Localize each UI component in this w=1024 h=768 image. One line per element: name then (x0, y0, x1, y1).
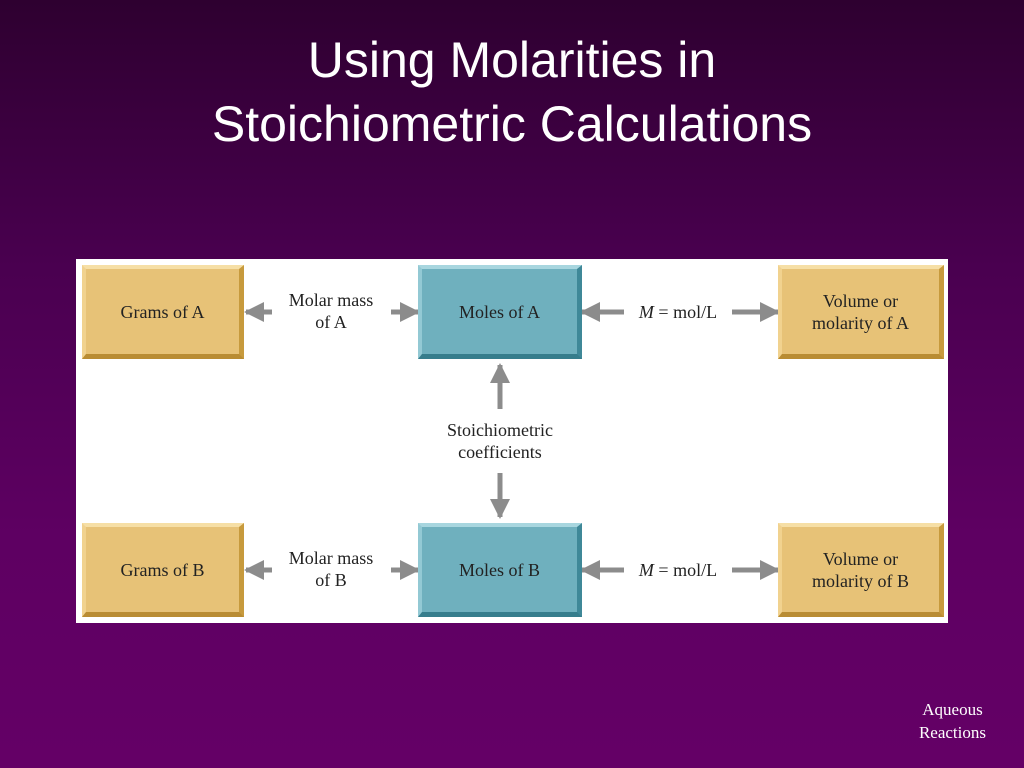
molar-mass-a-label: Molar mass of A (271, 289, 391, 333)
arrows-layer (244, 302, 780, 580)
volume-b-line-2: molarity of B (812, 570, 909, 591)
footer-line-1: Aqueous (922, 700, 983, 719)
molarity-a-variable: M (638, 302, 654, 322)
grams-of-a-label: Grams of A (120, 301, 205, 322)
stoich-line-1: Stoichiometric (447, 420, 553, 440)
molarity-b-variable: M (638, 560, 654, 580)
slide-title: Using Molarities in Stoichiometric Calcu… (0, 28, 1024, 156)
volume-molarity-b-box: Volume or molarity of B (778, 523, 944, 617)
molarity-b-formula: M = mol/L (624, 559, 732, 581)
moles-of-b-box: Moles of B (418, 523, 582, 617)
flow-diagram: Grams of A Molar mass of A Moles of A M … (76, 259, 948, 623)
molarity-a-formula: M = mol/L (624, 301, 732, 323)
stoich-line-2: coefficients (458, 442, 542, 462)
molarity-a-equation: = mol/L (653, 302, 718, 322)
volume-a-line-1: Volume or (822, 290, 899, 311)
molarity-b-equation: = mol/L (653, 560, 718, 580)
footer-line-2: Reactions (918, 723, 986, 742)
slide-footer: Aqueous Reactions (919, 698, 986, 744)
volume-a-line-2: molarity of A (812, 312, 909, 333)
grams-of-b-label: Grams of B (120, 559, 205, 580)
volume-molarity-a-box: Volume or molarity of A (778, 265, 944, 359)
grams-of-b-box: Grams of B (82, 523, 244, 617)
molar-mass-b-label: Molar mass of B (271, 547, 391, 591)
grams-of-a-box: Grams of A (82, 265, 244, 359)
moles-of-a-label: Moles of A (459, 301, 540, 322)
moles-of-b-label: Moles of B (459, 559, 540, 580)
stoichiometric-coefficients-label: Stoichiometric coefficients (420, 419, 580, 463)
molar-mass-a-line-1: Molar mass (288, 290, 374, 310)
moles-of-a-box: Moles of A (418, 265, 582, 359)
volume-b-line-1: Volume or (822, 548, 899, 569)
title-line-2: Stoichiometric Calculations (211, 96, 813, 152)
molar-mass-b-line-1: Molar mass (288, 548, 374, 568)
molar-mass-b-line-2: of B (315, 570, 347, 590)
title-line-1: Using Molarities in (307, 32, 717, 88)
molar-mass-a-line-2: of A (315, 312, 347, 332)
